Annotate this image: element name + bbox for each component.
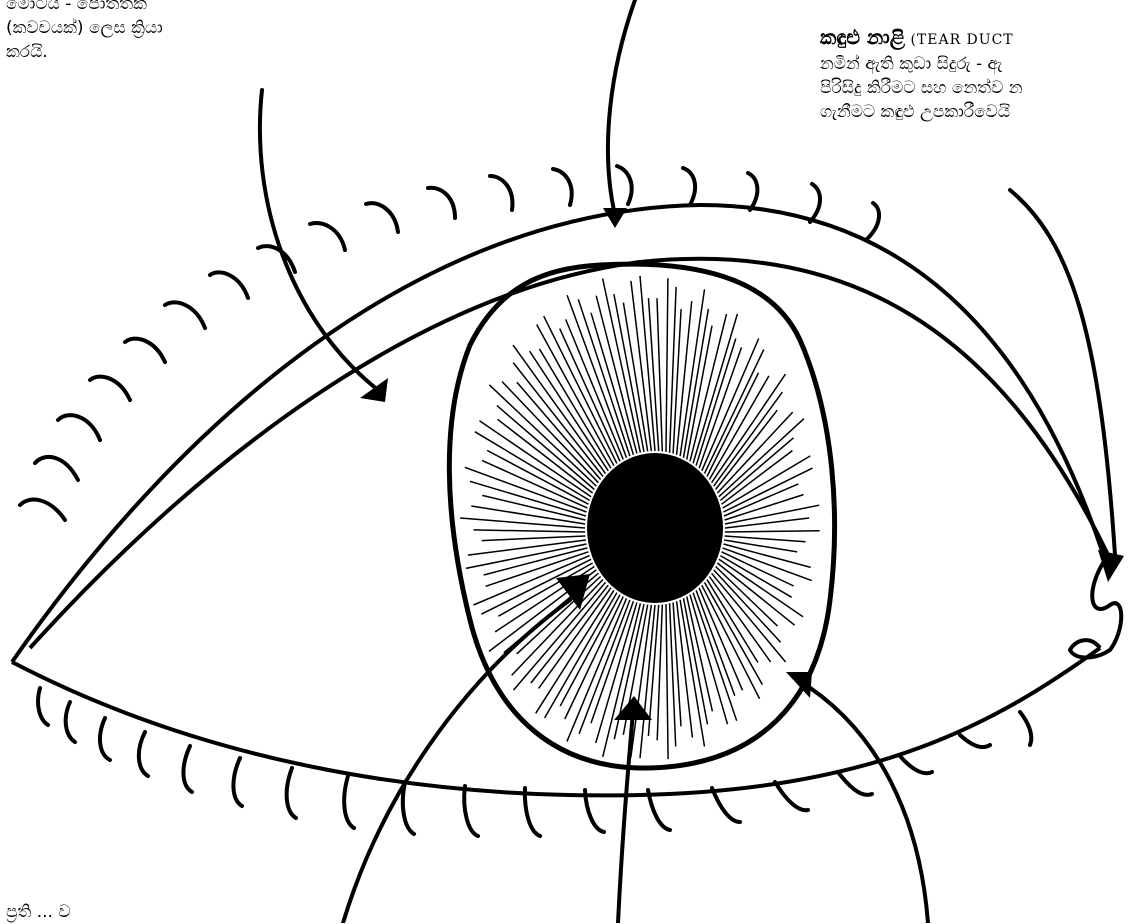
iris-fibre [677, 601, 693, 737]
iris-fibre [471, 506, 585, 524]
iris-fibre [578, 299, 630, 456]
iris-fibre [725, 536, 806, 542]
tear-duct-corner [1070, 560, 1121, 658]
iris-fibre [714, 392, 783, 486]
sclera-label-line-2: (කවචයක්) ලෙස ක්‍රියා [6, 16, 163, 40]
iris-fibre [657, 605, 662, 741]
bottom-label: ප්‍රති ... ව [6, 900, 71, 924]
iris-fibre [724, 540, 797, 552]
pointer-arrows [260, 0, 1115, 923]
iris-fibre [666, 278, 668, 452]
iris-fibre [684, 598, 708, 724]
upper-eyelid [12, 205, 1105, 662]
tear-duct-line-2: පිරිසිදු කිරීමට සහ නෙත්ව න [820, 76, 1023, 100]
iris-fibre [474, 530, 586, 532]
arrow-pupil-pointer [618, 712, 633, 923]
arrow-iris-pointer [798, 680, 928, 923]
iris-fibre [614, 294, 644, 452]
tear-duct-heading: කඳුළු නාළි (TEAR DUCT [820, 25, 1023, 52]
iris-fibre [725, 531, 820, 532]
lower-eyelid [12, 648, 1100, 795]
tear-duct-line-1: නමින් ඇති කුඩා සිදුරු - ඇ [820, 52, 1023, 76]
pupil [587, 453, 723, 603]
arrowhead-eyelid [603, 208, 627, 228]
iris-fibre [712, 374, 786, 483]
tear-duct-line-3: ගැනීමට කඳුළු උපකාරීවෙයි [820, 100, 1023, 124]
iris-fibre [482, 536, 586, 541]
iris-fibre [696, 590, 735, 695]
iris-fibre [512, 580, 603, 676]
iris-fibre [709, 376, 769, 480]
arrow-sclera-pointer [260, 90, 378, 390]
sclera-label-line-1: මොටයි - පොත්තක් [6, 0, 163, 16]
iris-fibre [460, 518, 585, 528]
iris-fibre [687, 326, 712, 460]
arrowhead-sclera [360, 378, 388, 402]
sclera-label-line-3: කරයි. [6, 40, 163, 64]
iris-fibre [725, 518, 809, 528]
iris-fibre [470, 481, 586, 516]
iris-fibre [720, 556, 791, 598]
arrow-tear-duct-pointer [1010, 190, 1115, 555]
arrow-lens-pointer [343, 600, 570, 923]
sclera-label: මොටයි - පොත්තක් (කවචයක්) ලෙස ක්‍රියා කරය… [6, 0, 163, 64]
tear-duct-title-en: (TEAR DUCT [910, 32, 1013, 48]
iris-fibre [475, 432, 590, 501]
iris-fibre [666, 604, 668, 759]
tear-duct-title: කඳුළු නාළි [820, 25, 905, 49]
iris-fibre [707, 580, 758, 663]
iris-fibre [603, 279, 641, 453]
tear-duct-label: කඳුළු නාළි (TEAR DUCT නමින් ඇති කුඩා සිද… [820, 25, 1023, 124]
